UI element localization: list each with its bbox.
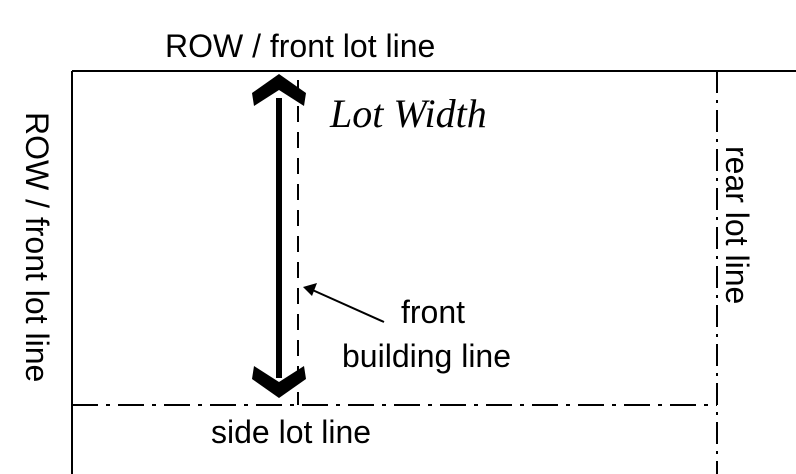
front-building-line-label-line2: building line — [342, 338, 511, 374]
top-front-lot-line-label: ROW / front lot line — [165, 28, 435, 64]
lot-width-arrow-head-top — [252, 74, 306, 106]
side-lot-line-label: side lot line — [211, 414, 371, 450]
lot-width-arrow-head-bottom — [252, 366, 306, 398]
leader-arrow-line — [307, 287, 385, 323]
rear-lot-line-label: rear lot line — [719, 146, 755, 304]
front-building-line-label-line1: front — [401, 294, 465, 330]
left-front-lot-line-label: ROW / front lot line — [19, 112, 55, 382]
lot-width-label: Lot Width — [329, 91, 487, 136]
leader-arrow-head — [303, 283, 317, 296]
